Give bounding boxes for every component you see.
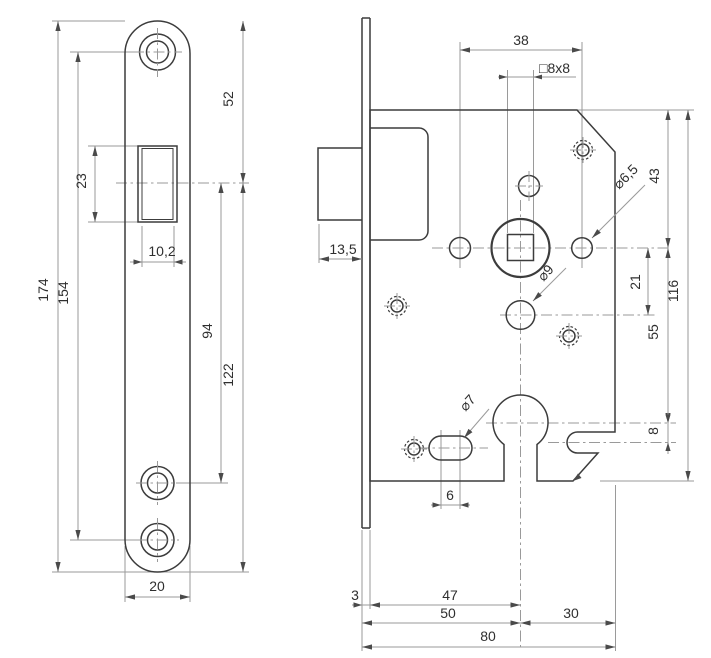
extension-lines-left [52, 20, 249, 602]
dim-plate-width: 20 [125, 578, 190, 600]
dim-top-to-spindle: 43 [646, 110, 671, 248]
dim-label-50: 50 [440, 605, 456, 621]
faceplate-side [361, 17, 371, 529]
screw-boss-top [570, 137, 596, 163]
dim-label-d7: ⌀7 [456, 391, 479, 414]
hole-6-5 [570, 236, 594, 260]
dim-label-52: 52 [220, 91, 236, 107]
dim-plate-height: 174 [35, 21, 61, 572]
plate-outline [124, 20, 191, 573]
dim-label-80: 80 [480, 628, 496, 644]
dim-label-3: 3 [351, 587, 359, 603]
dim-latch-to-upper-screw: 94 [199, 183, 224, 483]
dim-spindle-to-hole9: 21 [627, 248, 651, 315]
dim-spindle-square: □8x8 [498, 60, 576, 80]
dim-label-21: 21 [627, 274, 643, 290]
dim-label-174: 174 [35, 278, 51, 302]
dim-label-43: 43 [646, 168, 662, 184]
body-outline [369, 109, 616, 482]
front-plate-view: 174 154 23 10,2 52 94 122 [35, 20, 249, 602]
dim-label-55: 55 [645, 324, 661, 340]
dim-label-6: 6 [446, 487, 454, 503]
screw-hole-top [133, 28, 182, 77]
dim-center-to-edge: 30 [520, 605, 616, 626]
dim-label-38: 38 [513, 32, 529, 48]
dim-latch-protrusion: 13,5 [319, 241, 362, 262]
dim-label-154: 154 [55, 281, 71, 305]
dim-latch-width: 10,2 [130, 243, 186, 265]
dim-spindle-to-cylinder: 55 [645, 248, 671, 423]
spindle-square-hole [506, 233, 535, 262]
dim-label-20: 20 [149, 578, 165, 594]
dim-hole-spacing: 38 [460, 32, 582, 53]
dim-screw-spacing: 154 [55, 52, 81, 540]
hole-left [448, 236, 472, 260]
dim-label-122: 122 [220, 363, 236, 387]
dim-label-8x8: □8x8 [539, 60, 570, 76]
dim-label-94: 94 [199, 323, 215, 339]
dim-label-47: 47 [442, 587, 458, 603]
spindle-follower [490, 217, 551, 279]
hook-arrow [573, 473, 582, 481]
dim-cylinder-to-slot: 8 [645, 412, 671, 454]
screw-boss-bottom [401, 436, 427, 462]
screw-hole-lower-upper [136, 461, 179, 505]
dim-body-width: 80 [362, 628, 616, 650]
lock-body-side-view: 38 □8x8 13,5 43 21 55 8 [317, 17, 694, 651]
dim-backset: 50 [362, 605, 521, 626]
leader-hole-9: ⌀9 [532, 261, 567, 302]
dim-body-height: 116 [665, 110, 691, 481]
latch-bolt [317, 147, 362, 221]
latch-front [137, 145, 178, 223]
dim-label-116: 116 [665, 280, 681, 303]
hole-9 [505, 299, 536, 331]
dim-top-to-latch: 52 [220, 21, 246, 183]
latch-body [370, 127, 429, 241]
screw-boss-middle [556, 323, 582, 349]
extension-lines-right [318, 42, 694, 651]
leader-hole-6-5: ⌀6,5 [591, 161, 646, 239]
leader-hole-7: ⌀7 [456, 391, 490, 439]
oval-slot-7 [428, 435, 473, 461]
screw-boss-left [384, 293, 410, 319]
dim-label-30: 30 [563, 605, 579, 621]
dim-label-8: 8 [645, 427, 661, 435]
dim-latch-height: 23 [73, 146, 98, 222]
dim-faceplate-thickness: 3 [351, 587, 362, 608]
dim-backset-inner: 47 [370, 587, 521, 608]
hole-top [515, 171, 543, 201]
dim-label-13-5: 13,5 [329, 241, 356, 257]
dim-slot-centers: 6 [431, 487, 470, 508]
dim-label-23: 23 [73, 173, 89, 189]
screw-hole-bottom [136, 518, 179, 562]
dim-latch-to-plate-bottom: 122 [220, 183, 246, 572]
dim-label-10-2: 10,2 [148, 243, 175, 259]
